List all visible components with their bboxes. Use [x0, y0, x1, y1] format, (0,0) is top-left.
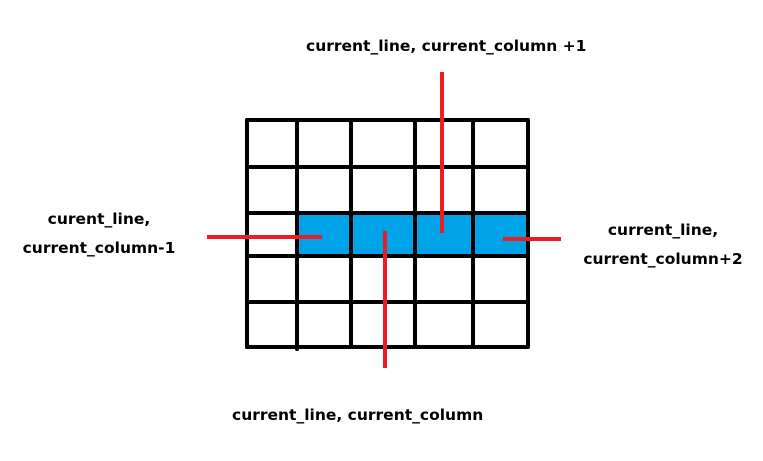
label-bottom-text: current_line, current_column — [232, 406, 484, 424]
highlight-cell-column-minus-1 — [297, 213, 351, 256]
label-column-plus-1: current_line, current_column +1 — [306, 32, 586, 61]
label-column-minus-1: curent_line, current_column-1 — [14, 205, 184, 263]
pointer-lines — [207, 72, 561, 368]
grid-horizontal-lines — [245, 118, 530, 349]
label-left-line2: current_column-1 — [22, 239, 176, 257]
label-left-line1: curent_line, — [47, 210, 151, 228]
label-right-line1: current_line, — [607, 221, 719, 239]
label-top-text: current_line, current_column +1 — [306, 37, 587, 55]
grid-vertical-lines — [245, 118, 530, 351]
label-right-line2: current_column+2 — [583, 250, 743, 268]
highlight-cell-column-plus-2 — [473, 213, 527, 256]
label-column-plus-2: current_line, current_column+2 — [578, 216, 748, 274]
label-current-column: current_line, current_column — [232, 401, 483, 430]
